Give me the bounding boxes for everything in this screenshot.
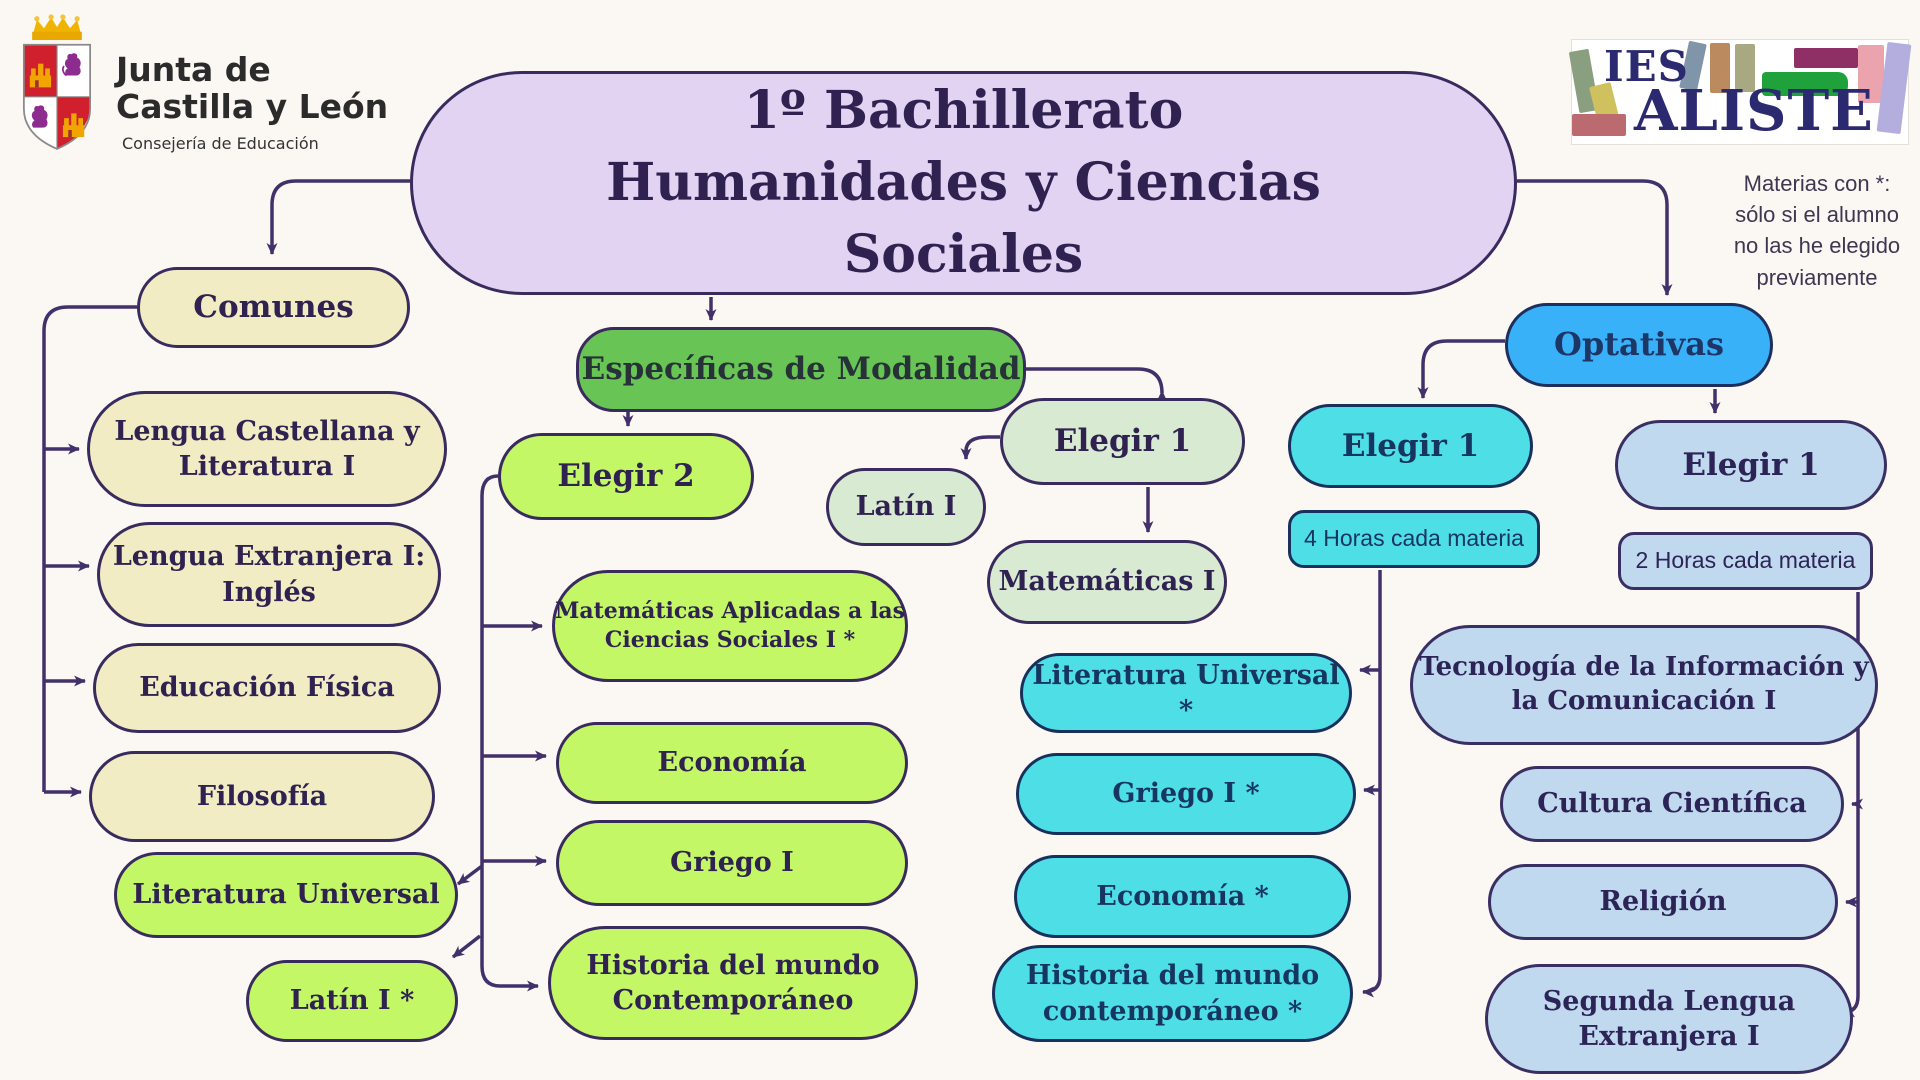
node-matematicas-aplicadas: Matemáticas Aplicadas a las Ciencias Soc… (552, 570, 908, 682)
junta-name-line1: Junta de (116, 50, 271, 89)
node-matematicas-1: Matemáticas I (987, 540, 1227, 624)
node-literatura-universal-ast: Literatura Universal * (1020, 653, 1352, 733)
junta-name-line2: Castilla y León (116, 86, 389, 126)
node-4-horas: 4 Horas cada materia (1288, 510, 1540, 568)
lion-icon (61, 53, 81, 77)
node-educacion-fisica: Educación Física (93, 643, 441, 733)
node-elegir-2: Elegir 2 (498, 433, 754, 520)
junta-castilla-leon-logo: Junta de Castilla y León Consejería de E… (14, 14, 388, 156)
edge-elegir2-literatura-universal (456, 864, 484, 886)
node-cultura-cientifica: Cultura Científica (1500, 766, 1844, 842)
book-spine-icon (1710, 43, 1730, 93)
node-griego-ast: Griego I * (1016, 753, 1356, 835)
edge-elegir2-trunk (480, 474, 539, 992)
edge-4h-trunk (1362, 570, 1382, 998)
book-spine-icon (1762, 72, 1848, 96)
node-elegir-1-modalidad: Elegir 1 (1000, 398, 1245, 485)
lion-icon (31, 105, 48, 128)
node-2-horas: 2 Horas cada materia (1618, 532, 1873, 590)
ies-name: ALISTE (1634, 78, 1874, 144)
book-spine-icon (1794, 48, 1858, 68)
node-latin-asterisco: Latín I * (246, 960, 458, 1042)
edge-comunes-trunk (42, 305, 137, 792)
castle-icon (62, 113, 85, 138)
edge-title-comunes (266, 179, 410, 255)
node-segunda-lengua: Segunda Lengua Extranjera I (1485, 964, 1853, 1074)
node-optativas: Optativas (1505, 303, 1773, 387)
book-spine-icon (1572, 114, 1626, 136)
node-lengua-extranjera: Lengua Extranjera I: Inglés (97, 522, 441, 627)
castle-icon (29, 63, 52, 88)
book-spine-icon (1735, 44, 1755, 92)
node-historia-mundo: Historia del mundo Contemporáneo (548, 926, 918, 1040)
edge-elegir1-latin (960, 435, 1000, 460)
edge-optativas-elegir1-4h (1417, 339, 1505, 399)
node-lengua-castellana: Lengua Castellana y Literatura I (87, 391, 447, 507)
node-especificas-modalidad: Específicas de Modalidad (576, 327, 1026, 412)
junta-department: Consejería de Educación (122, 133, 319, 153)
ies-aliste-logo: IES ALISTE (1568, 40, 1912, 144)
book-spine-icon (1858, 45, 1884, 103)
node-historia-mundo-ast: Historia del mundo contemporáneo * (992, 945, 1353, 1042)
node-economia: Economía (556, 722, 908, 804)
node-comunes: Comunes (137, 267, 410, 348)
edge-elegir2-latin-ast (451, 934, 482, 959)
node-latin: Latín I (826, 468, 986, 546)
ies-acronym: IES (1604, 42, 1689, 91)
node-economia-ast: Economía * (1014, 855, 1351, 938)
node-tecnologia-informacion: Tecnología de la Información y la Comuni… (1410, 625, 1878, 745)
node-elegir-1-optativas-2h: Elegir 1 (1615, 420, 1887, 510)
node-griego: Griego I (556, 820, 908, 906)
edge-title-optativas (1517, 179, 1673, 296)
diagram-title: 1º Bachillerato Humanidades y Ciencias S… (410, 71, 1517, 295)
node-religion: Religión (1488, 864, 1838, 940)
node-filosofia: Filosofía (89, 751, 435, 842)
node-literatura-universal: Literatura Universal (114, 852, 458, 938)
junta-shield-icon (22, 14, 92, 150)
asterisk-note: Materias con *: sólo si el alumno no las… (1733, 171, 1901, 290)
edge-especificas-elegir1 (1026, 367, 1168, 402)
node-elegir-1-optativas-4h: Elegir 1 (1288, 404, 1533, 488)
